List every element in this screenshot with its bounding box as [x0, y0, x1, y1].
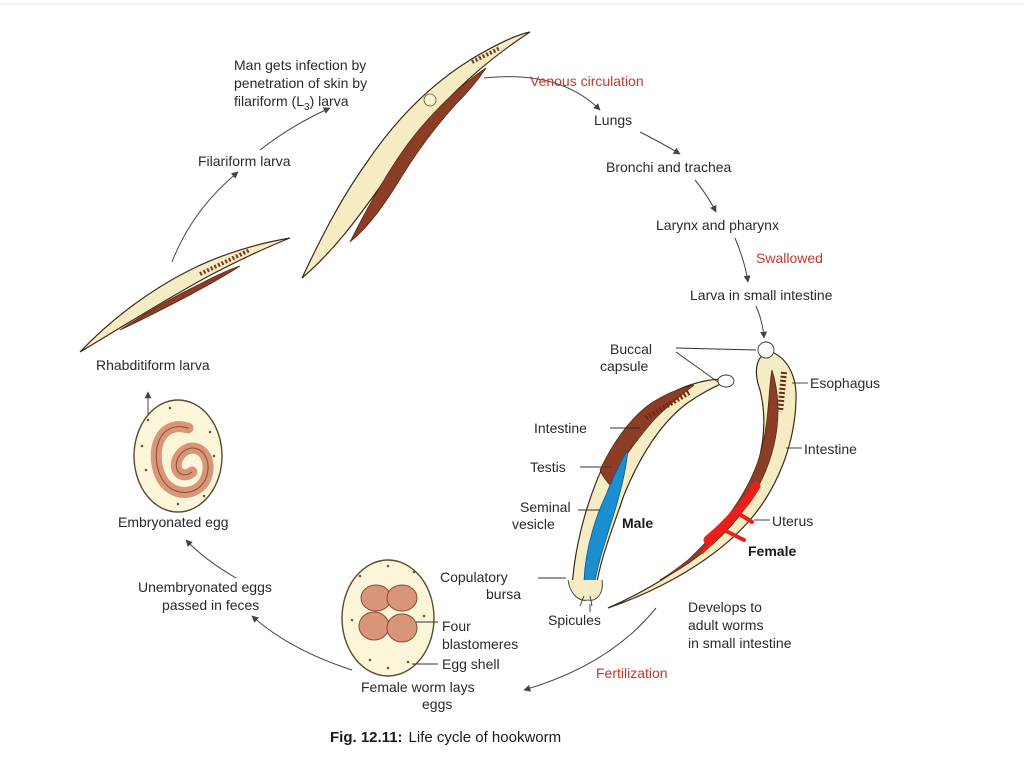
seminal-vesicle-line-2: vesicle — [512, 516, 555, 532]
female-lays-line-1: Female worm lays — [361, 679, 475, 695]
female-label: Female — [748, 543, 796, 559]
infection-line-1: Man gets infection by — [234, 57, 366, 73]
male-worm — [567, 374, 735, 607]
develops-line-2: adult worms — [688, 617, 763, 633]
four-blastomeres-line-1: Four — [442, 618, 471, 634]
four-blastomeres-line-2: blastomeres — [442, 636, 518, 652]
arrow-adults-to-eggs — [523, 607, 657, 692]
female-lays-line-2: eggs — [422, 696, 452, 712]
arrow-filariform-to-infection — [259, 107, 331, 151]
develops-line-1: Develops to — [688, 599, 762, 615]
rhabditiform-larva-label: Rhabditiform larva — [96, 357, 210, 373]
esophagus-label: Esophagus — [810, 375, 880, 391]
figure-caption: Fig. 12.11: Life cycle of hookworm — [330, 729, 561, 746]
female-worm — [607, 341, 797, 609]
intestine-male-label: Intestine — [534, 420, 587, 436]
bronchi-label: Bronchi and trachea — [606, 159, 732, 175]
copulatory-bursa-line-2: bursa — [486, 586, 521, 602]
intestine-female-label: Intestine — [804, 441, 857, 457]
lungs-label: Lungs — [594, 112, 632, 128]
egg-shell-label: Egg shell — [442, 656, 500, 672]
arrow-lungs-to-bronchi — [639, 131, 681, 155]
rhabditiform-larva — [79, 237, 291, 353]
unembryonated-line-1: Unembryonated eggs — [138, 579, 272, 595]
arrow-feces-to-embryonated — [185, 539, 237, 579]
leader-lines — [412, 347, 808, 665]
spicules-label: Spicules — [548, 612, 601, 628]
arrow-intestine-to-adults — [755, 305, 768, 339]
arrow-larynx-to-intestine — [734, 237, 751, 283]
unembryonated-egg — [341, 559, 435, 677]
infection-line-3a: filariform (L — [234, 93, 304, 109]
filariform-larva-label: Filariform larva — [198, 153, 291, 169]
caption-text: Life cycle of hookworm — [409, 729, 562, 746]
fertilization-label: Fertilization — [596, 665, 668, 681]
larva-intestine-label: Larva in small intestine — [690, 287, 833, 303]
embryonated-egg — [133, 399, 223, 513]
infection-subscript: 3 — [304, 102, 310, 113]
arrow-rhabditiform-to-filariform — [171, 171, 239, 263]
develops-line-3: in small intestine — [688, 635, 792, 651]
embryonated-egg-label: Embryonated egg — [118, 514, 229, 530]
seminal-vesicle-line-1: Seminal — [520, 499, 571, 515]
caption-prefix: Fig. 12.11: — [330, 729, 403, 746]
arrow-bronchi-to-larynx — [694, 179, 717, 213]
arrow-infection-to-lungs — [483, 76, 601, 111]
uterus-label: Uterus — [772, 513, 813, 529]
buccal-capsule-line-2: capsule — [600, 358, 648, 374]
copulatory-bursa-line-1: Copulatory — [440, 569, 508, 585]
buccal-capsule-line-1: Buccal — [610, 341, 652, 357]
infection-line-3b: ) larva — [310, 93, 349, 109]
swallowed-label: Swallowed — [756, 250, 823, 266]
testis-label: Testis — [530, 459, 566, 475]
male-label: Male — [622, 515, 653, 531]
infection-line-3: filariform (L3) larva — [234, 93, 349, 113]
venous-circulation-label: Venous circulation — [530, 73, 644, 89]
cycle-arrows — [144, 76, 768, 692]
infection-line-2: penetration of skin by — [234, 75, 367, 91]
larynx-label: Larynx and pharynx — [656, 217, 779, 233]
unembryonated-line-2: passed in feces — [162, 597, 259, 613]
filariform-larva-large — [301, 31, 531, 279]
arrow-eggs-to-feces — [251, 615, 353, 671]
